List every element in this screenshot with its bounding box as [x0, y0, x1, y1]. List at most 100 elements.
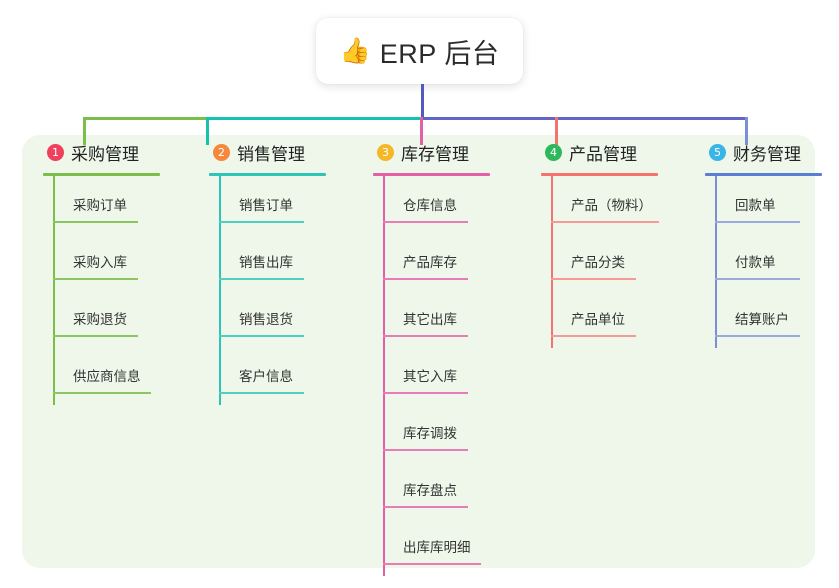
leaf-node[interactable]: 采购订单 — [53, 176, 163, 223]
leaf-label: 供应商信息 — [73, 369, 141, 384]
branch-title-1: 采购管理 — [71, 144, 139, 164]
root-node-card[interactable]: 👍 ERP 后台 — [316, 18, 523, 84]
leaf-rule — [383, 392, 468, 394]
distribution-bar-blue — [421, 117, 748, 120]
branch-badge-4: 4 — [545, 143, 562, 161]
branch-spine-4 — [551, 176, 553, 348]
leaf-label: 出库库明细 — [403, 540, 471, 555]
branch-drop-4 — [555, 117, 558, 145]
branch-column-2: 2 销售管理 销售订单 销售出库 销售退货 客户信息 — [196, 135, 356, 405]
leaf-rule — [715, 221, 800, 223]
leaf-rule — [715, 335, 800, 337]
leaf-rule — [53, 335, 138, 337]
branch-spine-2 — [219, 176, 221, 405]
branch-drop-1 — [83, 117, 86, 145]
leaf-label: 付款单 — [735, 255, 776, 270]
leaf-rule — [715, 278, 800, 280]
leaf-rule — [219, 278, 304, 280]
branch-header-rule-2 — [209, 173, 326, 176]
leaf-rule — [383, 278, 468, 280]
leaf-rule — [551, 221, 659, 223]
leaf-label: 客户信息 — [239, 369, 293, 384]
branch-header-5[interactable]: 5 财务管理 — [692, 135, 839, 169]
leaf-rule — [53, 278, 138, 280]
diagram-panel — [22, 135, 815, 568]
branch-spine-5 — [715, 176, 717, 348]
leaf-node[interactable]: 销售出库 — [219, 233, 329, 280]
branch-badge-1: 1 — [47, 143, 64, 161]
leaf-node[interactable]: 采购退货 — [53, 290, 163, 337]
leaf-node[interactable]: 销售订单 — [219, 176, 329, 223]
leaf-label: 采购退货 — [73, 312, 127, 327]
leaf-label: 销售退货 — [239, 312, 293, 327]
leaf-node[interactable]: 库存盘点 — [383, 461, 493, 508]
leaf-label: 仓库信息 — [403, 198, 457, 213]
leaf-rule — [383, 563, 481, 565]
leaf-label: 销售订单 — [239, 198, 293, 213]
branch-drop-2 — [206, 117, 209, 145]
branch-header-2[interactable]: 2 销售管理 — [196, 135, 356, 169]
leaf-rule — [219, 221, 304, 223]
leaf-node[interactable]: 采购入库 — [53, 233, 163, 280]
branch-title-4: 产品管理 — [569, 144, 637, 164]
leaf-node[interactable]: 出库库明细 — [383, 518, 505, 565]
leaf-node[interactable]: 产品库存 — [383, 233, 493, 280]
leaf-rule — [53, 392, 151, 394]
leaf-label: 采购订单 — [73, 198, 127, 213]
branch-drop-5 — [745, 117, 748, 145]
leaf-label: 库存盘点 — [403, 483, 457, 498]
leaf-rule — [383, 506, 468, 508]
leaf-node[interactable]: 产品单位 — [551, 290, 661, 337]
thumbs-up-emoji: 👍 — [339, 36, 371, 65]
branch-drop-3 — [420, 117, 423, 145]
branch-header-3[interactable]: 3 库存管理 — [360, 135, 530, 169]
leaf-rule — [551, 335, 636, 337]
leaf-label: 回款单 — [735, 198, 776, 213]
leaf-label: 结算账户 — [735, 312, 789, 327]
branch-column-4: 4 产品管理 产品（物料） 产品分类 产品单位 — [528, 135, 708, 348]
leaf-label: 产品分类 — [571, 255, 625, 270]
leaf-node[interactable]: 产品分类 — [551, 233, 661, 280]
root-connector-line — [421, 84, 424, 118]
branch-spine-3 — [383, 176, 385, 576]
branch-column-3: 3 库存管理 仓库信息 产品库存 其它出库 其它入库 库存调拨 库存盘点 — [360, 135, 530, 576]
branch-column-5: 5 财务管理 回款单 付款单 结算账户 — [692, 135, 839, 348]
root-node-title: ERP 后台 — [379, 38, 500, 69]
leaf-rule — [551, 278, 636, 280]
leaf-node[interactable]: 仓库信息 — [383, 176, 493, 223]
leaf-node[interactable]: 其它入库 — [383, 347, 493, 394]
leaf-node[interactable]: 供应商信息 — [53, 347, 175, 394]
leaf-rule — [383, 221, 468, 223]
leaf-label: 库存调拨 — [403, 426, 457, 441]
leaf-node[interactable]: 库存调拨 — [383, 404, 493, 451]
distribution-bar-green — [83, 117, 209, 120]
leaf-rule — [383, 449, 468, 451]
branch-title-3: 库存管理 — [401, 144, 469, 164]
distribution-bar-teal — [207, 117, 423, 120]
leaf-label: 产品单位 — [571, 312, 625, 327]
leaf-label: 销售出库 — [239, 255, 293, 270]
branch-badge-2: 2 — [213, 143, 230, 161]
leaf-rule — [219, 335, 304, 337]
leaf-node[interactable]: 客户信息 — [219, 347, 329, 394]
leaf-node[interactable]: 其它出库 — [383, 290, 493, 337]
leaf-rule — [53, 221, 138, 223]
branch-column-1: 1 采购管理 采购订单 采购入库 采购退货 供应商信息 — [30, 135, 190, 405]
leaf-label: 其它入库 — [403, 369, 457, 384]
leaf-rule — [383, 335, 468, 337]
leaf-node[interactable]: 回款单 — [715, 176, 825, 223]
branch-title-2: 销售管理 — [237, 144, 305, 164]
leaf-label: 产品库存 — [403, 255, 457, 270]
leaf-node[interactable]: 付款单 — [715, 233, 825, 280]
branch-header-4[interactable]: 4 产品管理 — [528, 135, 708, 169]
leaf-node[interactable]: 产品（物料） — [551, 176, 679, 223]
branch-header-1[interactable]: 1 采购管理 — [30, 135, 190, 169]
leaf-label: 其它出库 — [403, 312, 457, 327]
branch-title-5: 财务管理 — [733, 144, 801, 164]
leaf-label: 产品（物料） — [571, 198, 652, 213]
leaf-node[interactable]: 销售退货 — [219, 290, 329, 337]
branch-header-rule-5 — [705, 173, 822, 176]
leaf-node[interactable]: 结算账户 — [715, 290, 825, 337]
leaf-label: 采购入库 — [73, 255, 127, 270]
